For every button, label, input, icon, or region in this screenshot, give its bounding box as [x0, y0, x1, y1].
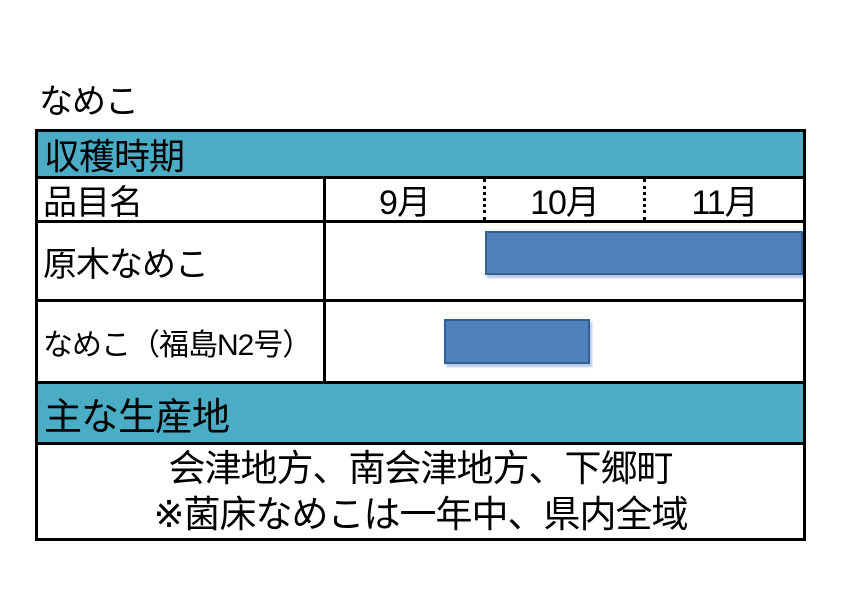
timeline-cell [326, 223, 803, 299]
production-areas-text: 会津地方、南会津地方、下郷町 ※菌床なめこは一年中、県内全域 [38, 445, 803, 538]
month-header-cells: 9月 10月 11月 [326, 179, 803, 222]
month-header-row: 品目名 9月 10月 11月 [38, 179, 803, 223]
month-label-november: 11月 [643, 179, 803, 222]
row-label: なめこ（福島N2号） [38, 302, 326, 381]
production-line-2: ※菌床なめこは一年中、県内全域 [153, 493, 688, 535]
harvest-section-header: 収穫時期 [38, 132, 803, 179]
table-row-nameko-fukushima-n2: なめこ（福島N2号） [38, 302, 803, 384]
table-row-genboku-nameko: 原木なめこ [38, 223, 803, 302]
row-label: 原木なめこ [38, 223, 326, 299]
month-label-september: 9月 [379, 184, 431, 222]
item-column-header: 品目名 [38, 179, 326, 220]
month-label-october: 10月 [483, 179, 643, 222]
timeline-cell [326, 302, 803, 381]
page-title: なめこ [39, 83, 139, 121]
production-line-1: 会津地方、南会津地方、下郷町 [168, 447, 674, 489]
production-section-header: 主な生産地 [38, 384, 803, 445]
harvest-period-bar [484, 231, 803, 275]
harvest-period-bar [443, 319, 590, 364]
harvest-table: 収穫時期 品目名 9月 10月 11月 原木なめこ なめこ（福島N2号） 主な生… [35, 129, 806, 541]
